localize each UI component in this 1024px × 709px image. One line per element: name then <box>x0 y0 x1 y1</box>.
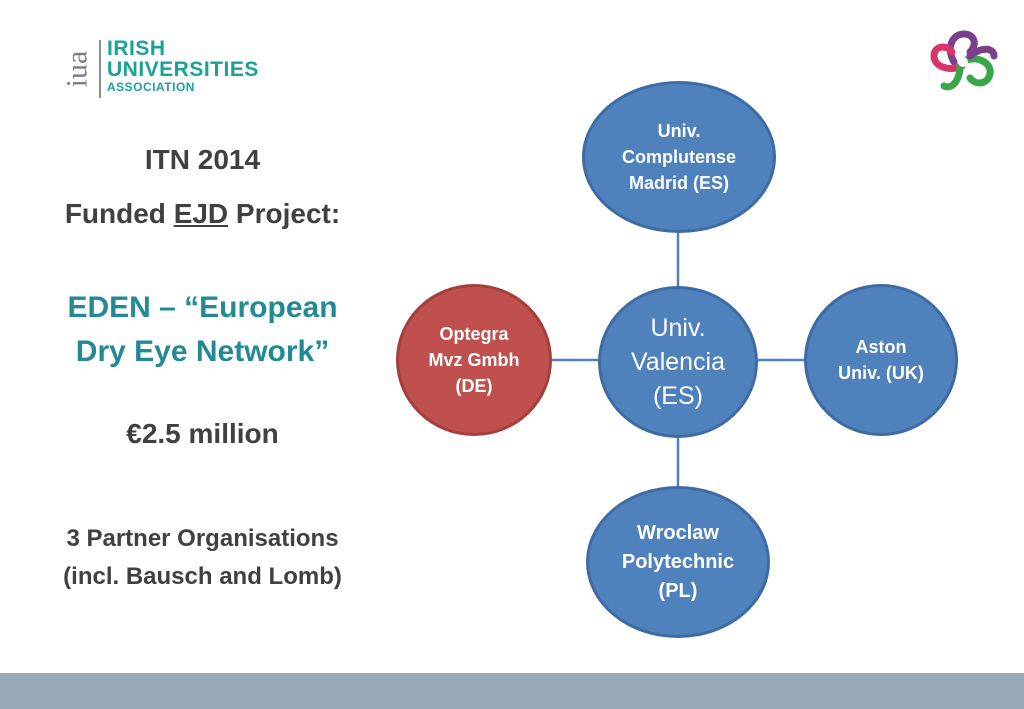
logo-line-universities: UNIVERSITIES <box>107 58 259 81</box>
logo-line-irish: IRISH <box>107 37 166 60</box>
node-aston: Aston Univ. (UK) <box>804 284 958 436</box>
partners-line1: 3 Partner Organisations <box>66 525 339 552</box>
node-complutense-label: Univ. Complutense Madrid (ES) <box>621 121 736 193</box>
node-valencia: Univ. Valencia (ES) <box>598 286 758 438</box>
node-optegra-label: Optegra Mvz Gmbh (DE) <box>428 324 520 396</box>
partners-line2: (incl. Bausch and Lomb) <box>63 563 342 590</box>
funded-project-heading: Funded EJD Project: <box>20 196 385 232</box>
node-wroclaw-label: Wroclaw Polytechnic (PL) <box>621 521 735 602</box>
node-valencia-label: Univ. Valencia (ES) <box>630 314 726 410</box>
node-complutense-madrid: Univ. Complutense Madrid (ES) <box>582 81 776 233</box>
project-name-line2: Dry Eye Network” <box>75 335 330 368</box>
node-aston-label: Aston Univ. (UK) <box>838 337 924 383</box>
itn-title: ITN 2014 <box>144 144 261 175</box>
project-name: EDEN – “European Dry Eye Network” <box>20 286 385 374</box>
logo-divider <box>99 40 101 98</box>
iua-logo: iua IRISH UNIVERSITIES ASSOCIATION <box>55 34 285 104</box>
celtic-knot-icon <box>930 30 998 91</box>
node-optegra: Optegra Mvz Gmbh (DE) <box>396 284 552 436</box>
iua-logo-mark: iua <box>57 38 97 100</box>
partners-text: 3 Partner Organisations (incl. Bausch an… <box>20 520 385 596</box>
footer-band <box>0 673 1024 709</box>
project-name-line1: EDEN – “European <box>67 291 338 324</box>
node-wroclaw: Wroclaw Polytechnic (PL) <box>586 486 770 638</box>
logo-wordmark: IRISH UNIVERSITIES ASSOCIATION <box>107 38 259 94</box>
ejd-abbr: EJD <box>173 198 229 229</box>
logo-line-association: ASSOCIATION <box>107 80 195 94</box>
funded-prefix: Funded <box>64 198 174 229</box>
project-suffix: Project: <box>228 198 341 229</box>
funding-amount: €2.5 million <box>126 418 279 449</box>
iua-mark-text: iua <box>60 50 93 88</box>
